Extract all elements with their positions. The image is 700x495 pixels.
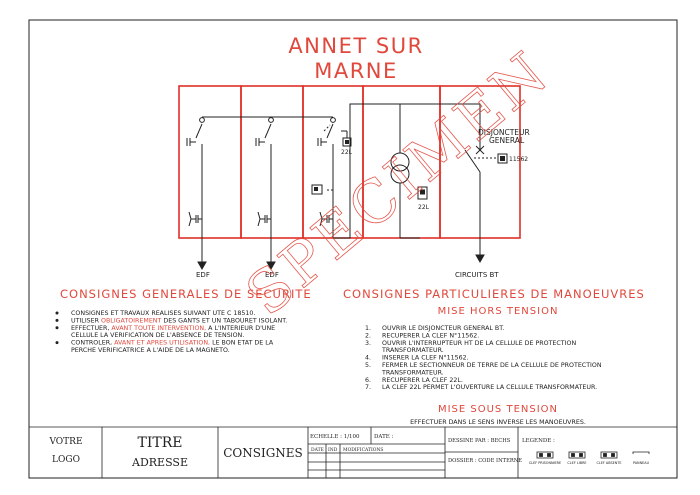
step-number: 1. — [365, 325, 371, 332]
legend-panel: PANNEAU — [633, 461, 650, 465]
bullet — [55, 318, 59, 322]
rule-text: OBLIGATOIREMENT — [101, 317, 161, 324]
switch-1 — [186, 117, 207, 271]
feed-label-left: EDF — [196, 271, 210, 279]
rule-line: CONSIGNES ET TRAVAUX REALISES SUIVANT UT… — [71, 310, 255, 317]
step-number: 5. — [365, 362, 371, 369]
rule-text: PERCHE VERIFICATRICE A L'AIDE DE LA MAGN… — [71, 347, 230, 354]
title-block-text: VOTRE LOGO TITRE ADRESSE CONSIGNES ECHEL… — [48, 434, 555, 469]
step-text: RECUPERER LA CLEF N°11562. — [382, 331, 479, 339]
step-number: 3. — [365, 340, 371, 347]
rule-line: CONTROLER, AVANT ET APRES UTILISATION, L… — [71, 340, 274, 347]
legend-title: LEGENDE : — [522, 438, 555, 444]
rule-text: EFFECTUER, — [71, 325, 111, 332]
legend-prisoner: CLEF PRISONNIERE — [529, 461, 561, 465]
key-22l-transformer-label: 22L — [418, 204, 430, 211]
section-headings: CONSIGNES GENERALES DE SECURITE CONSIGNE… — [60, 287, 645, 415]
date-text: DATE : — [374, 434, 394, 440]
rule-line: EFFECTUER, AVANT TOUTE INTERVENTION, A L… — [71, 325, 275, 332]
off-heading: MISE HORS TENSION — [438, 306, 559, 317]
rule-text: UTILISER — [71, 317, 101, 324]
rule-text: CELLULE LA VERIFICATION DE L'ABSENCE DE … — [71, 332, 244, 339]
scale-text: ECHELLE : 1/100 — [310, 434, 360, 440]
key-11562-icon — [497, 153, 508, 164]
step-text: LA CLEF 22L PERMET L'OUVERTURE LA CELLUL… — [382, 384, 597, 391]
cubicle-2 — [240, 85, 304, 239]
title-block — [29, 426, 677, 478]
step-text: TRANSFORMATEUR. — [381, 369, 444, 376]
title-line-1: ANNET SUR — [288, 34, 423, 58]
rule-line: CELLULE LA VERIFICATION DE L'ABSENCE DE … — [71, 332, 244, 339]
key-22l-transformer-icon — [417, 186, 428, 200]
step-text: INSERER LA CLEF N°11562. — [382, 354, 469, 362]
step-text: RECUPERER LA CLEF 22L. — [382, 377, 463, 384]
transformer: 22L — [390, 152, 430, 239]
circuits-bt-label: CIRCUITS BT — [455, 271, 499, 279]
legend-labels: CLEF PRISONNIERE CLEF LIBRE CLEF ABSENTE… — [529, 461, 650, 465]
feed-label-right: EDF — [265, 271, 279, 279]
rule-text: A L'INTERIEUR D'UNE — [206, 325, 275, 332]
bullet — [55, 341, 59, 345]
step-text: OUVRIR LE DISJONCTEUR GENERAL BT. — [382, 325, 504, 332]
title-text: TITRE — [138, 435, 183, 451]
rule-text: CONSIGNES ET TRAVAUX REALISES SUIVANT UT… — [71, 310, 255, 317]
specimen-watermark: SPECIMEN — [233, 37, 562, 329]
on-text: EFFECTUER DANS LE SENS INVERSE LES MANOE… — [410, 419, 586, 426]
step-text: FERMER LE SECTIONNEUR DE TERRE DE LA CEL… — [382, 362, 602, 369]
maneuvers-heading: CONSIGNES PARTICULIERES DE MANOEUVRES — [343, 287, 645, 301]
key-prisoner-icon — [311, 184, 323, 195]
on-heading: MISE SOUS TENSION — [438, 404, 558, 415]
breaker-label-2: GENERAL — [489, 136, 525, 145]
general-rules-list: CONSIGNES ET TRAVAUX REALISES SUIVANT UT… — [55, 310, 287, 354]
col-modifs: MODIFICATIONS — [343, 447, 384, 453]
general-rules-heading: CONSIGNES GENERALES DE SECURITE — [60, 287, 312, 301]
rule-text: AVANT TOUTE INTERVENTION, — [111, 325, 206, 332]
switch-3-protection: 22L — [311, 117, 353, 238]
rule-text: CONTROLER, — [71, 340, 114, 347]
logo-line-2: LOGO — [52, 455, 80, 465]
bullet — [55, 326, 59, 330]
legend-absent: CLEF ABSENTE — [596, 461, 621, 465]
col-date: DATE — [311, 447, 324, 453]
switch-2 — [255, 117, 276, 271]
rule-text: DES GANTS ET UN TABOURET ISOLANT. — [161, 317, 287, 324]
consignes-text: CONSIGNES — [223, 446, 303, 460]
drawn-by: DESSINE PAR : BECHS — [448, 438, 511, 444]
step-text: TRANSFORMATEUR. — [381, 347, 444, 354]
sheet-frame — [28, 19, 678, 479]
breaker-label-1: DISJONCTEUR — [478, 128, 530, 137]
station-title: ANNET SUR MARNE — [288, 34, 423, 83]
address-text: ADRESSE — [131, 456, 188, 469]
rule-line: PERCHE VERIFICATRICE A L'AIDE DE LA MAGN… — [71, 347, 230, 354]
file-code: DOSSIER : CODE INTERNE — [448, 458, 522, 464]
general-breaker: 11562 DISJONCTEUR GENERAL — [400, 103, 530, 264]
rule-text: AVANT ET APRES UTILISATION, — [114, 340, 210, 347]
key-22l-label: 22L — [341, 149, 353, 156]
bullet — [55, 311, 59, 315]
step-text: OUVRIR L'INTERRUPTEUR HT DE LA CELLULE D… — [382, 340, 576, 347]
maneuver-steps: 1. OUVRIR LE DISJONCTEUR GENERAL BT. 2. REC… — [365, 325, 602, 391]
col-ind: IND — [328, 447, 338, 453]
step-number: 7. — [365, 384, 371, 391]
step-number: 6. — [365, 377, 371, 384]
step-number: 2. — [365, 332, 371, 339]
step-number: 4. — [365, 355, 371, 362]
single-line-diagram: 22L 22L 11562 — [178, 85, 530, 279]
cubicle-1 — [178, 85, 242, 239]
rule-text: LE BON ETAT DE LA — [210, 340, 274, 347]
legend-free: CLEF LIBRE — [567, 461, 586, 465]
logo-line-1: VOTRE — [48, 437, 82, 447]
rule-line: UTILISER OBLIGATOIREMENT DES GANTS ET UN… — [71, 317, 287, 324]
key-11562-label: 11562 — [509, 156, 528, 163]
title-line-2: MARNE — [314, 59, 398, 83]
